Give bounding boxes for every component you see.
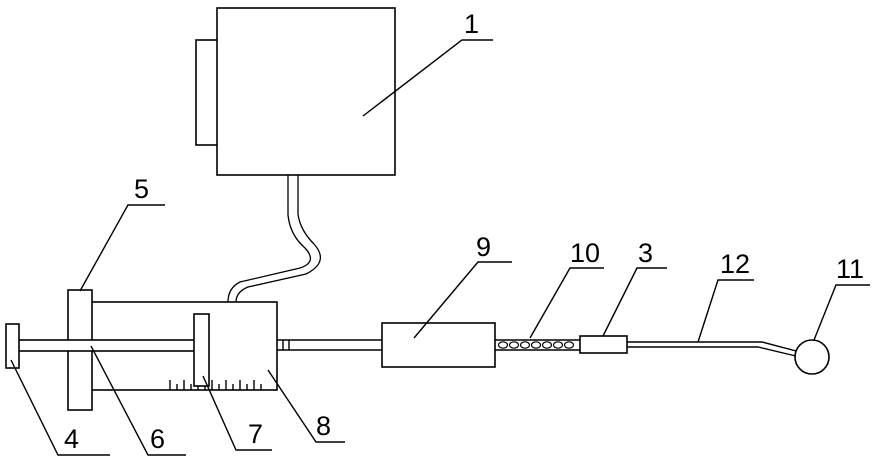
label-3: 3: [638, 238, 653, 268]
leader-11: [814, 285, 870, 340]
label-10: 10: [570, 238, 600, 268]
label-1: 1: [464, 9, 479, 39]
label-11: 11: [836, 254, 864, 284]
component-3-connector: [580, 336, 627, 353]
component-12-wire: [627, 342, 800, 357]
label-6: 6: [150, 424, 165, 454]
leader-8: [268, 370, 345, 442]
component-9-box: [382, 323, 495, 367]
component-1-body: [217, 8, 395, 175]
nozzle: [277, 340, 382, 350]
connecting-hose: [228, 175, 320, 302]
coupling-bead: [532, 342, 541, 348]
leader-lines: [11, 40, 870, 455]
coupling-bead: [565, 342, 574, 348]
coupling-bead: [521, 342, 530, 348]
component-10-coupling: [495, 340, 580, 350]
label-7: 7: [248, 419, 263, 449]
leader-10: [530, 268, 604, 338]
label-8: 8: [316, 411, 331, 441]
leader-5: [80, 205, 165, 291]
coupling-bead: [554, 342, 563, 348]
piston: [194, 314, 209, 386]
component-11-ball: [795, 340, 829, 374]
label-4: 4: [64, 424, 79, 454]
label-5: 5: [134, 174, 149, 204]
coupling-bead: [543, 342, 552, 348]
label-9: 9: [476, 232, 491, 262]
coupling-bead: [499, 342, 508, 348]
component-1-box: [196, 8, 395, 175]
coupling-bead: [510, 342, 519, 348]
plunger-handle: [6, 324, 19, 368]
leader-12: [698, 280, 754, 342]
leader-3: [603, 268, 667, 336]
plunger-rod: [18, 340, 196, 351]
component-1-side-tab: [196, 40, 218, 145]
label-12: 12: [720, 249, 750, 279]
